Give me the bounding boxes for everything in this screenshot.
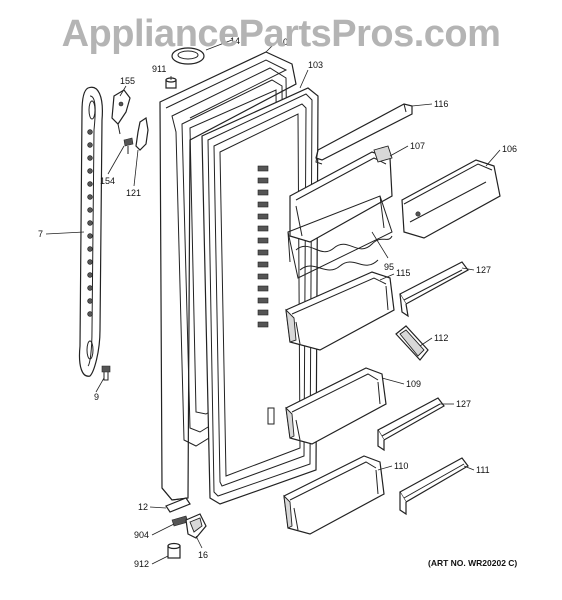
art-number: (ART NO. WR20202 C)	[428, 558, 517, 568]
callout-9: 9	[94, 392, 99, 402]
leader-lines	[45, 39, 501, 565]
callout-107: 107	[410, 141, 425, 151]
callout-911: 911	[152, 64, 166, 74]
trim-part-127-upper	[399, 261, 469, 318]
door-gasket-part	[201, 87, 319, 505]
trim-part-111	[399, 457, 469, 516]
door-top-cap-part	[171, 47, 205, 65]
callout-14: 14	[230, 36, 240, 46]
callout-154: 154	[100, 176, 115, 186]
watermark: AppliancePartsPros.com	[62, 13, 501, 55]
bin-cover-part-106	[401, 159, 501, 239]
callout-103: 103	[308, 60, 323, 70]
callout-904: 904	[134, 530, 149, 540]
callout-110: 110	[394, 461, 408, 471]
screw-part-9	[101, 365, 111, 381]
bar-part-116	[315, 103, 413, 165]
callout-7: 7	[38, 229, 43, 239]
callout-16: 16	[198, 550, 208, 560]
bin-part-110	[283, 455, 385, 535]
bottom-hinge-parts	[165, 497, 207, 559]
callout-labels: 14 10 911 103 155 116 107 106 154 121 7 …	[38, 36, 517, 569]
callout-121: 121	[126, 188, 141, 198]
bin-part-109	[285, 367, 387, 445]
clip-part-112	[395, 325, 429, 361]
callout-116: 116	[434, 99, 448, 109]
callout-106: 106	[502, 144, 517, 154]
callout-127-upper: 127	[476, 265, 491, 275]
door-handle-part	[78, 86, 103, 377]
callout-155: 155	[120, 76, 135, 86]
rack-part-95	[287, 195, 393, 279]
callout-912: 912	[134, 559, 149, 569]
callout-127-lower: 127	[456, 399, 471, 409]
trim-part-127-lower	[377, 397, 445, 452]
bin-part-115	[285, 271, 395, 351]
bin-part-107	[289, 145, 393, 243]
callout-112: 112	[434, 333, 448, 343]
hinge-parts	[111, 89, 149, 154]
callout-10: 10	[278, 37, 288, 47]
callout-115: 115	[396, 268, 410, 278]
callout-109: 109	[406, 379, 421, 389]
callout-12: 12	[138, 502, 148, 512]
callout-95: 95	[384, 262, 394, 272]
callout-111: 111	[476, 465, 490, 475]
